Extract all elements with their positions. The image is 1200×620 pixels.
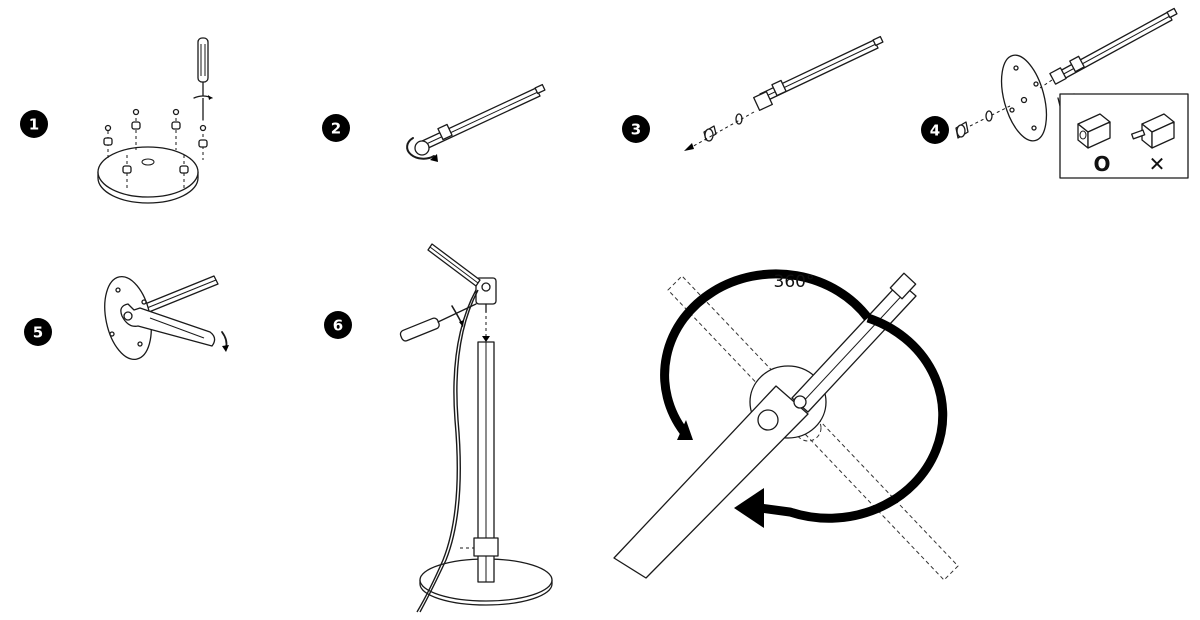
ghost-arm-dashed [667,275,959,581]
svg-text:1: 1 [29,116,39,134]
rotated-arm [613,385,809,579]
round-base-plate [97,146,199,204]
power-cord [416,289,479,613]
glide-feet [103,108,208,190]
rotation-diagram: 360° [613,269,959,581]
step-4-badge: 4 [921,116,949,144]
svg-text:2: 2 [331,120,341,138]
rotation-label: 360° [774,272,815,292]
step-2: 2 [322,83,546,162]
step-5: 5 [24,275,229,360]
lamp-pole [473,310,499,583]
pole-tube [753,35,884,111]
connector-pin-icon [1131,113,1175,149]
base-plate-side [1000,54,1048,142]
bolt-and-washer [955,105,1011,139]
svg-text:4: 4 [930,122,940,140]
svg-text:6: 6 [333,317,343,335]
lamp-joint [475,277,497,313]
rotate-arrow-icon [406,137,438,162]
rotate-arrow-icon [660,269,948,528]
wrong-mark: ✕ [1149,152,1166,176]
step-2-badge: 2 [322,114,350,142]
step-5-badge: 5 [24,318,52,346]
lamp-arm [427,243,481,287]
pole-tube [414,83,546,156]
lamp-base [419,558,553,606]
pole-tube [1039,7,1178,89]
screwdriver-icon [193,37,213,121]
step-6-badge: 6 [324,311,352,339]
wrench-icon [120,303,229,352]
pole-tube [139,275,219,315]
step-1-badge: 1 [20,110,48,138]
detail-callout: O ✕ [1057,93,1189,179]
connector-icon [1077,113,1111,149]
svg-text:5: 5 [33,324,43,342]
screwdriver-icon [399,303,477,342]
rotated-pole [791,272,917,413]
dashed-arrow-icon [684,111,755,151]
step-3-badge: 3 [622,115,650,143]
step-3: 3 [622,35,884,151]
step-6: 6 [324,243,553,613]
step-1: 1 [20,37,213,204]
svg-text:3: 3 [631,121,641,139]
bolt-and-washer [703,113,743,142]
step-4: 4 [921,7,1189,179]
correct-mark: O [1093,152,1110,176]
